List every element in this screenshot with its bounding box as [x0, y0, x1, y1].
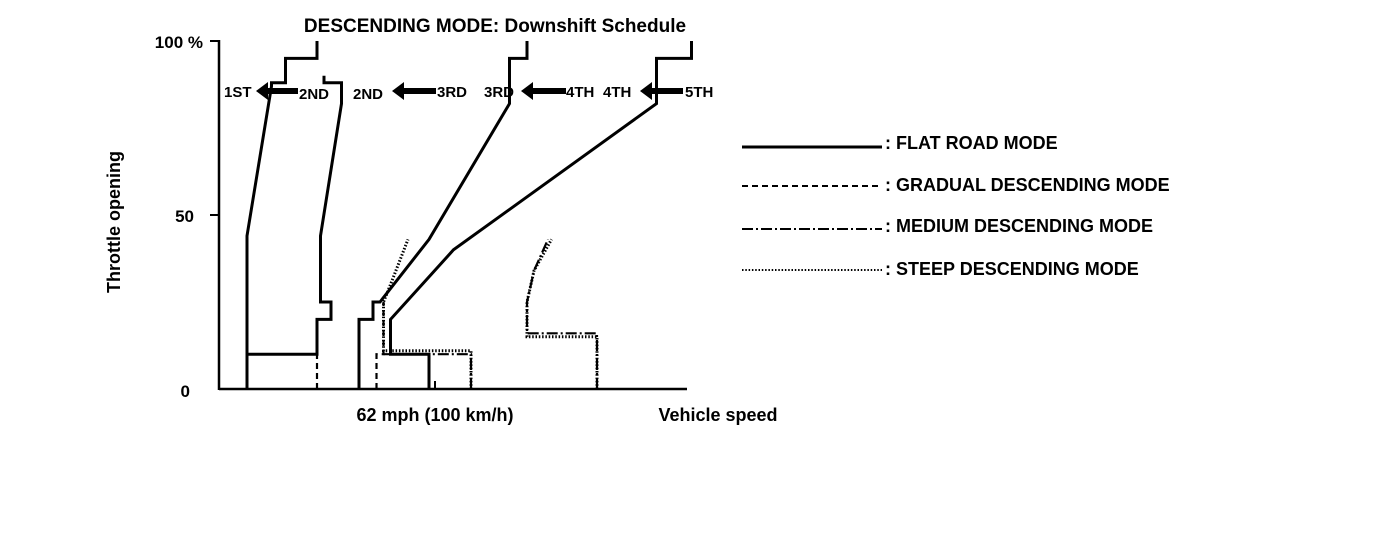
y-tick-label-0: 0: [181, 382, 190, 401]
arrow-left-icon: [256, 82, 298, 100]
gear-label-3rd: 3RD: [484, 84, 514, 101]
series-line-flat-2-1: [245, 75, 343, 389]
series-layer: [245, 41, 693, 389]
legend-label-steep: : STEEP DESCENDING MODE: [885, 259, 1139, 279]
series-line-steep-5-4: [525, 238, 599, 389]
legend: : FLAT ROAD MODE : GRADUAL DESCENDING MO…: [742, 133, 1170, 279]
gear-label-4th: 4TH: [603, 84, 631, 101]
y-tick-label-50: 50: [175, 207, 194, 226]
arrow-left-icon: [521, 82, 566, 100]
series-line-gradual-4-3: [375, 302, 385, 389]
shift-arrow-3-2: 2ND 3RD: [353, 82, 467, 103]
series-line-medium-4-3: [383, 353, 473, 389]
gear-label-3rd: 3RD: [437, 84, 467, 101]
legend-label-flat: : FLAT ROAD MODE: [885, 133, 1058, 153]
series-line-gradual-3-2: [315, 318, 328, 389]
chart-title: DESCENDING MODE: Downshift Schedule: [304, 16, 686, 37]
series-line-flat-4-3: [357, 41, 529, 389]
legend-label-medium: : MEDIUM DESCENDING MODE: [885, 216, 1153, 236]
y-tick-label-100: 100 %: [155, 33, 203, 52]
x-axis-label: Vehicle speed: [658, 405, 777, 425]
shift-arrow-5-4: 4TH 5TH: [603, 82, 713, 101]
arrow-left-icon: [640, 82, 683, 100]
series-line-flat-5-4: [389, 41, 693, 389]
y-axis-label: Throttle opening: [104, 151, 124, 293]
gear-label-1st: 1ST: [224, 84, 252, 101]
series-line-steep-4-3: [382, 238, 473, 389]
x-tick-label-62mph: 62 mph (100 km/h): [356, 405, 513, 425]
gear-label-4th: 4TH: [566, 84, 594, 101]
series-line-flat-3-2: [245, 41, 319, 389]
shift-arrow-2-1: 1ST 2ND: [224, 82, 329, 103]
arrow-left-icon: [392, 82, 436, 100]
legend-label-gradual: : GRADUAL DESCENDING MODE: [885, 175, 1170, 195]
gear-label-5th: 5TH: [685, 84, 713, 101]
gear-label-2nd: 2ND: [353, 86, 383, 103]
gear-label-2nd: 2ND: [299, 86, 329, 103]
shift-arrow-4-3: 3RD 4TH: [484, 82, 594, 101]
